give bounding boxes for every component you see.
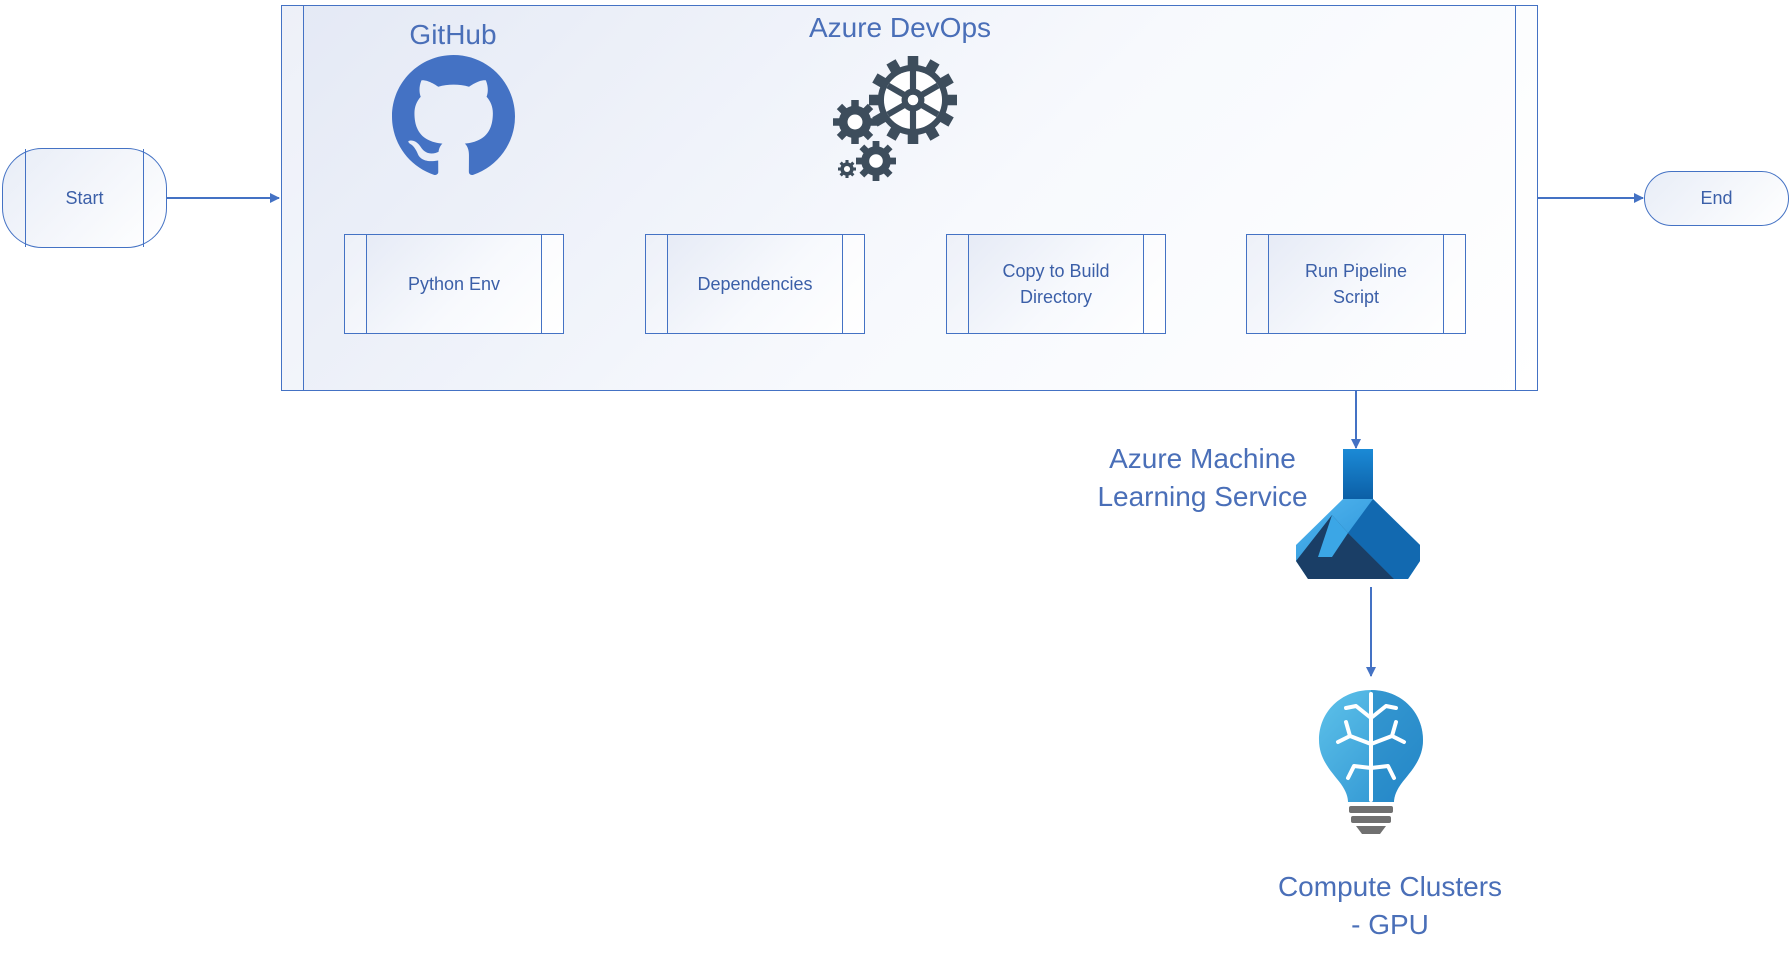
github-icon xyxy=(392,55,515,175)
step-label: Run Pipeline Script xyxy=(1304,261,1408,307)
end-label: End xyxy=(1700,188,1733,208)
gears-icon xyxy=(833,55,963,181)
aml-title: Azure Machine Learning Service xyxy=(1097,443,1308,512)
step-label: Copy to Build Directory xyxy=(1002,261,1110,307)
step-copy-to-build: Copy to Build Directory xyxy=(946,234,1166,334)
compute-title: Compute Clusters - GPU xyxy=(1277,871,1503,940)
github-title: GitHub xyxy=(409,19,497,50)
container-right-bar xyxy=(1515,6,1537,390)
step-label: Python Env xyxy=(407,274,501,294)
step-label: Dependencies xyxy=(697,274,813,294)
start-label: Start xyxy=(65,187,104,208)
step-python-env: Python Env xyxy=(344,234,564,334)
step-run-pipeline: Run Pipeline Script xyxy=(1246,234,1466,334)
container-left-bar xyxy=(282,6,304,390)
start-terminal: Start xyxy=(2,148,167,248)
azure-ml-icon xyxy=(1296,449,1420,579)
step-dependencies: Dependencies xyxy=(645,234,865,334)
devops-title: Azure DevOps xyxy=(808,12,992,43)
end-terminal: End xyxy=(1644,171,1789,226)
lightbulb-brain-icon xyxy=(1319,690,1423,834)
